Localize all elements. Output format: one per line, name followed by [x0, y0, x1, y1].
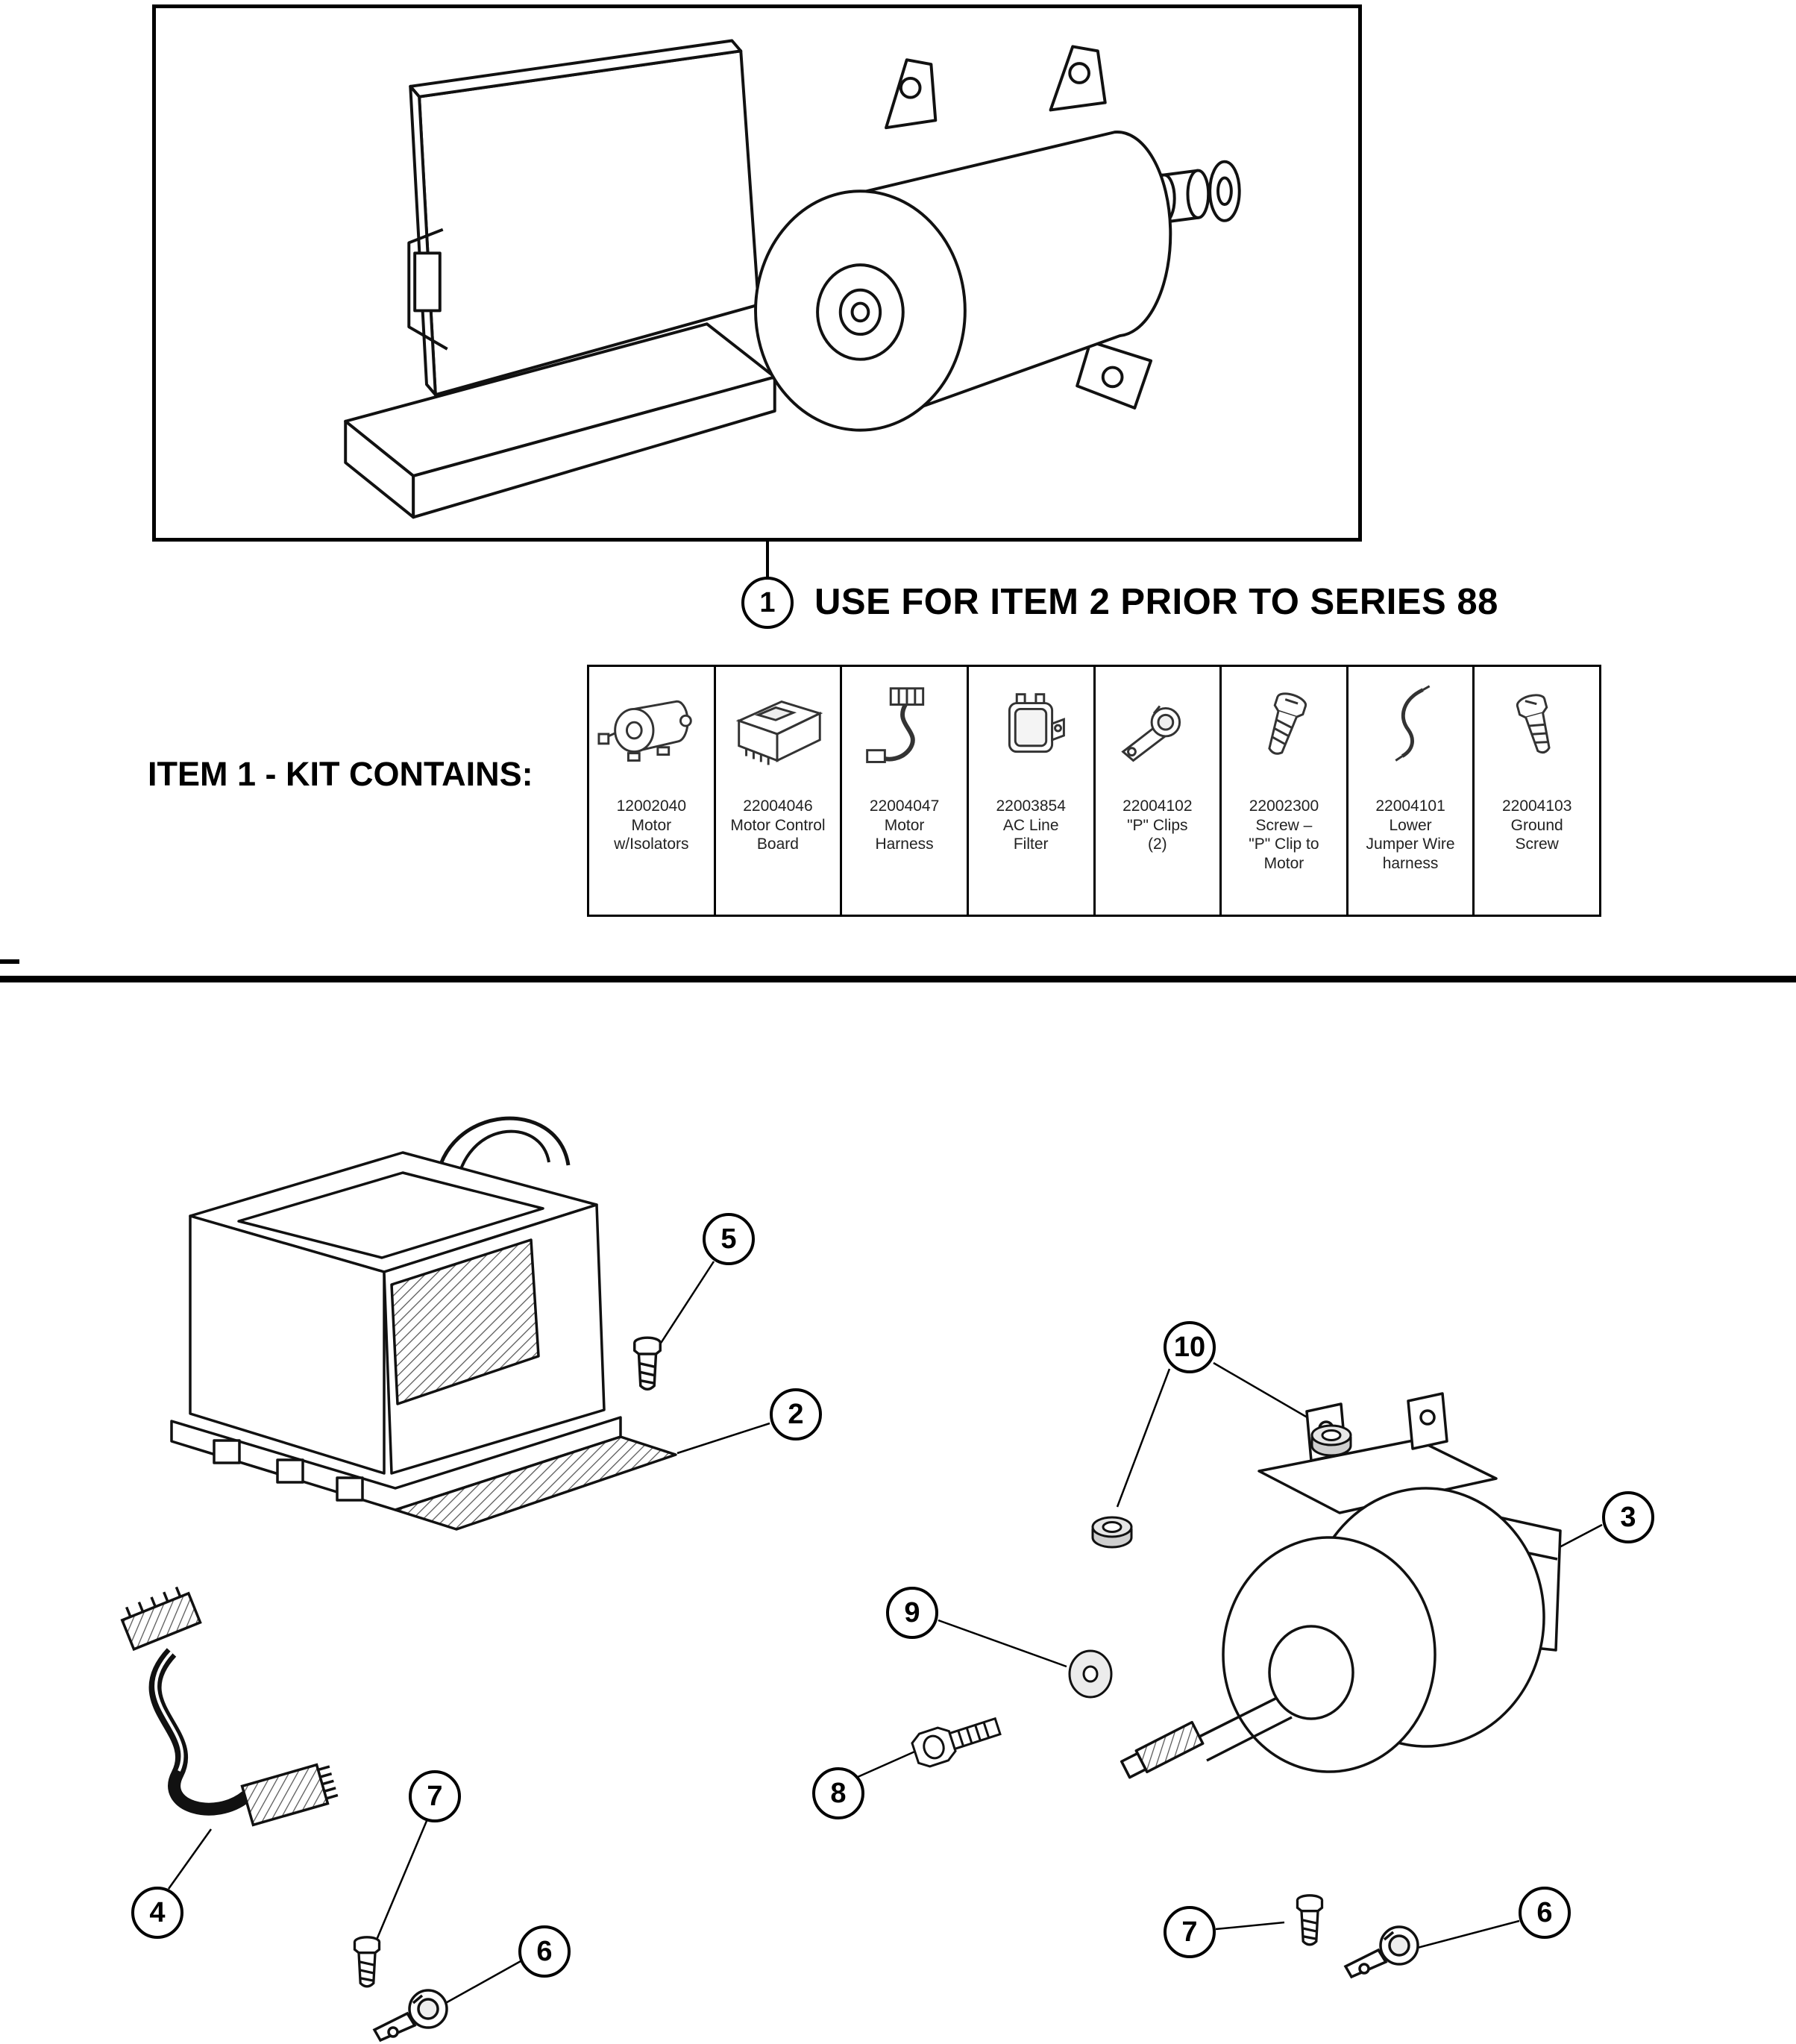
screw-illustration: [633, 1336, 662, 1391]
ac-line-filter-icon: [976, 670, 1086, 797]
grommet-illustration: [1310, 1424, 1352, 1457]
kit-item-motor-harness: 22004047 Motor Harness: [840, 667, 967, 915]
kit-illustration: [344, 39, 1241, 519]
callout-1-leader: [766, 540, 769, 577]
kit-part-desc: Motor: [884, 816, 925, 834]
kit-part-desc: Motor: [631, 816, 672, 834]
control-board-illustration: [344, 39, 776, 519]
motor-illustration: [754, 45, 1241, 432]
top-caption: USE FOR ITEM 2 PRIOR TO SERIES 88: [814, 582, 1498, 622]
screw-icon: [1228, 670, 1339, 797]
grommet-illustration: [1091, 1516, 1133, 1549]
callout-number: 6: [536, 1935, 553, 1967]
callout-7-right: 7: [1164, 1906, 1216, 1958]
callout-5: 5: [703, 1213, 755, 1265]
leader-lines: [167, 1261, 1603, 2006]
kit-part-number: 22004047: [869, 797, 940, 815]
kit-part-desc: (2): [1147, 836, 1167, 853]
kit-part-desc: Screw –: [1255, 816, 1313, 834]
kit-part-desc: Motor: [1263, 854, 1304, 872]
callout-number: 9: [904, 1596, 920, 1628]
kit-part-desc: "P" Clips: [1127, 816, 1188, 834]
callout-number: 5: [720, 1223, 737, 1255]
p-clip-illustration: [373, 1989, 448, 2042]
callout-number: 3: [1620, 1501, 1636, 1533]
kit-part-number: 22004103: [1501, 797, 1572, 815]
kit-label: ITEM 1 - KIT CONTAINS:: [148, 755, 533, 793]
kit-illustration-box: [152, 4, 1362, 542]
motor-harness-icon: [850, 670, 960, 797]
section-divider: [0, 976, 1796, 982]
callout-8: 8: [812, 1767, 864, 1819]
screw-illustration: [353, 1936, 381, 1988]
callout-3: 3: [1602, 1491, 1654, 1543]
kit-item-ground-screw: 22004103 Ground Screw: [1472, 667, 1599, 915]
kit-item-motor: 12002040 Motor w/Isolators: [589, 667, 714, 915]
kit-part-desc: Harness: [875, 836, 934, 853]
exploded-diagram: [120, 1116, 1603, 2042]
callout-6-right: 6: [1519, 1887, 1571, 1939]
bolt-illustration: [911, 1717, 1002, 1768]
motor-icon: [596, 670, 706, 797]
kit-part-desc: Jumper Wire: [1366, 836, 1455, 853]
callout-number: 6: [1536, 1896, 1553, 1928]
callout-number: 2: [788, 1398, 804, 1430]
kit-part-number: 22004102: [1122, 797, 1193, 815]
kit-part-number: 12002040: [616, 797, 687, 815]
screw-illustration: [1296, 1894, 1324, 1946]
kit-part-number: 22004101: [1375, 797, 1445, 815]
control-panel-assembly-illustration: [170, 1116, 677, 1531]
kit-part-desc: Filter: [1013, 836, 1049, 853]
ground-screw-icon: [1482, 670, 1592, 797]
kit-part-desc: Board: [756, 836, 799, 853]
callout-number: 7: [427, 1780, 443, 1812]
kit-part-desc: Motor Control: [730, 816, 826, 834]
callout-6-left: 6: [518, 1925, 571, 1978]
callout-1: 1: [741, 577, 794, 629]
callout-number: 7: [1181, 1916, 1198, 1948]
kit-item-control-board: 22004046 Motor Control Board: [713, 667, 841, 915]
p-clip-illustration: [1344, 1925, 1419, 1978]
kit-part-number: 22004046: [743, 797, 813, 815]
kit-part-desc: AC Line: [1002, 816, 1059, 834]
kit-table: 12002040 Motor w/Isolators: [587, 665, 1601, 917]
kit-item-screw: 22002300 Screw – "P" Clip to Motor: [1219, 667, 1346, 915]
drive-motor-illustration: [1120, 1392, 1562, 1779]
kit-part-desc: harness: [1382, 854, 1439, 872]
kit-part-desc: w/Isolators: [614, 836, 689, 853]
callout-4: 4: [131, 1887, 183, 1939]
control-board-icon: [723, 670, 833, 797]
kit-part-number: 22002300: [1249, 797, 1319, 815]
page-edge-tick: [0, 959, 19, 964]
kit-item-ac-line-filter: 22003854 AC Line Filter: [966, 667, 1093, 915]
kit-part-desc: Screw: [1515, 836, 1559, 853]
wire-harness-illustration: [120, 1586, 339, 1827]
callout-10: 10: [1164, 1321, 1216, 1373]
callout-number: 10: [1173, 1331, 1206, 1363]
jumper-wire-icon: [1355, 670, 1466, 797]
washer-illustration: [1068, 1649, 1113, 1699]
kit-part-number: 22003854: [996, 797, 1066, 815]
kit-part-desc: "P" Clip to: [1249, 836, 1319, 853]
kit-item-p-clips: 22004102 "P" Clips (2): [1093, 667, 1220, 915]
callout-number: 1: [759, 586, 776, 618]
callout-9: 9: [886, 1587, 938, 1639]
callout-number: 4: [149, 1896, 166, 1928]
kit-item-jumper-wire: 22004101 Lower Jumper Wire harness: [1346, 667, 1473, 915]
p-clip-icon: [1102, 670, 1213, 797]
callout-7-left: 7: [409, 1770, 461, 1822]
callout-number: 8: [830, 1777, 847, 1809]
callout-2: 2: [770, 1388, 822, 1440]
kit-part-desc: Ground: [1510, 816, 1563, 834]
kit-part-desc: Lower: [1389, 816, 1432, 834]
